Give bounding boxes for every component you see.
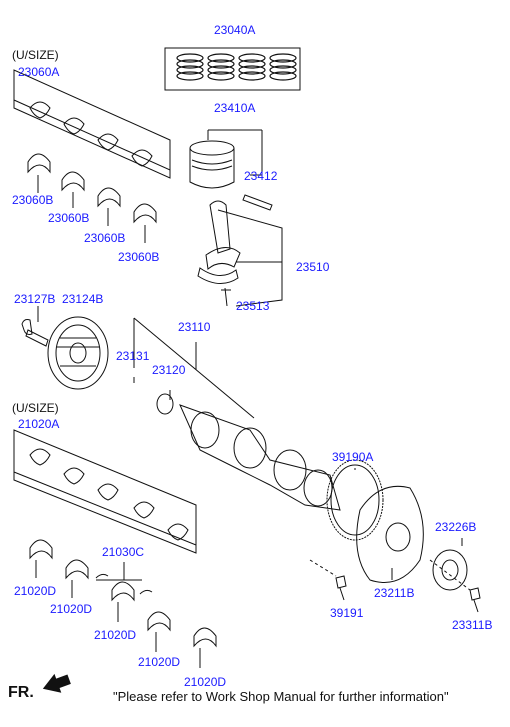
lower-bearing-panel — [13, 429, 197, 554]
label-21030c: 21030C — [102, 545, 145, 559]
label-21020a: 21020A — [18, 417, 60, 431]
crankshaft — [133, 317, 341, 511]
label-23124b: 23124B — [62, 292, 104, 306]
label-21020d-2: 21020D — [50, 602, 93, 616]
label-23040a: 23040A — [214, 23, 256, 37]
footer-note: "Please refer to Work Shop Manual for fu… — [113, 689, 449, 704]
label-23412: 23412 — [244, 169, 278, 183]
label-23110: 23110 — [178, 320, 211, 334]
label-23410a: 23410A — [214, 101, 256, 115]
label-23120: 23120 — [152, 363, 186, 377]
label-23513: 23513 — [236, 299, 270, 313]
lower-bearing-shells — [29, 539, 217, 668]
piston-assembly — [189, 129, 273, 211]
flex-plate — [356, 485, 424, 583]
label-39191: 39191 — [330, 606, 364, 620]
connecting-rod — [197, 200, 283, 307]
label-23131: 23131 — [116, 349, 150, 363]
label-21020d-3: 21020D — [94, 628, 137, 642]
front-arrow — [42, 673, 71, 693]
flywheel-bolts — [309, 559, 481, 613]
label-23510: 23510 — [296, 260, 330, 274]
label-23060b-2: 23060B — [48, 211, 90, 225]
label-21020d-4: 21020D — [138, 655, 181, 669]
adapter-plate — [432, 538, 468, 591]
label-23060b-3: 23060B — [84, 231, 126, 245]
piston-ring-set — [164, 47, 301, 91]
label-23211b: 23211B — [374, 586, 415, 600]
ring-gear — [326, 459, 384, 541]
label-usize-bottom: (U/SIZE) — [12, 401, 59, 415]
upper-bearing-shells — [27, 153, 157, 243]
label-usize-top: (U/SIZE) — [12, 48, 59, 62]
label-23060b-4: 23060B — [118, 250, 160, 264]
label-21020d-5: 21020D — [184, 675, 227, 689]
label-23060a: 23060A — [18, 65, 60, 79]
label-23127b: 23127B — [14, 292, 56, 306]
label-23226b: 23226B — [435, 520, 477, 534]
upper-bearing-panel — [13, 69, 171, 179]
front-label: FR. — [8, 684, 34, 701]
label-21020d-1: 21020D — [14, 584, 57, 598]
crankshaft-pulley — [21, 306, 109, 390]
label-23060b-1: 23060B — [12, 193, 54, 207]
label-39190a: 39190A — [332, 450, 374, 464]
label-23311b: 23311B — [452, 618, 493, 632]
